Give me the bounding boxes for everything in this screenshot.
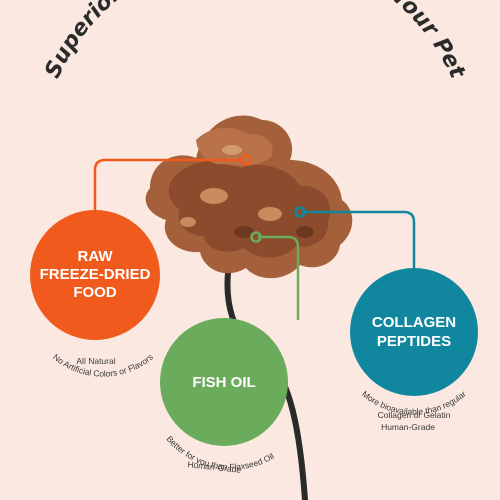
collagen-label-line-2: PEPTIDES	[376, 333, 452, 350]
raw-label-line-2: FREEZE-DRIED	[39, 266, 151, 283]
food-chunk-image	[145, 115, 353, 279]
raw-label-line-1: RAW	[77, 248, 113, 265]
fish-oil-circle: FISH OIL	[160, 318, 288, 446]
raw-caption-line-2: All Natural	[76, 356, 115, 366]
collagen-connector-dot	[294, 206, 306, 218]
page-title: Superior Ingredients to Benefit Your Pet	[40, 0, 470, 83]
fish-label: FISH OIL	[192, 373, 256, 391]
collagen-caption-line-2: Collagen or Gelatin	[378, 410, 451, 420]
raw-freeze-dried-circle: RAW FREEZE-DRIED FOOD	[30, 210, 160, 340]
raw-connector-dot	[240, 154, 252, 166]
fish-connector-dot	[250, 231, 262, 243]
collagen-connector	[302, 210, 416, 270]
collagen-caption-line-3: Human-Grade	[381, 422, 435, 432]
collagen-peptides-circle: COLLAGEN PEPTIDES	[350, 268, 478, 396]
raw-label-line-3: FOOD	[73, 284, 117, 301]
collagen-label-line-1: COLLAGEN	[371, 314, 457, 331]
fish-caption-line-2: Human-Grade	[187, 459, 242, 475]
fish-connector	[258, 235, 300, 320]
raw-connector	[93, 158, 244, 212]
